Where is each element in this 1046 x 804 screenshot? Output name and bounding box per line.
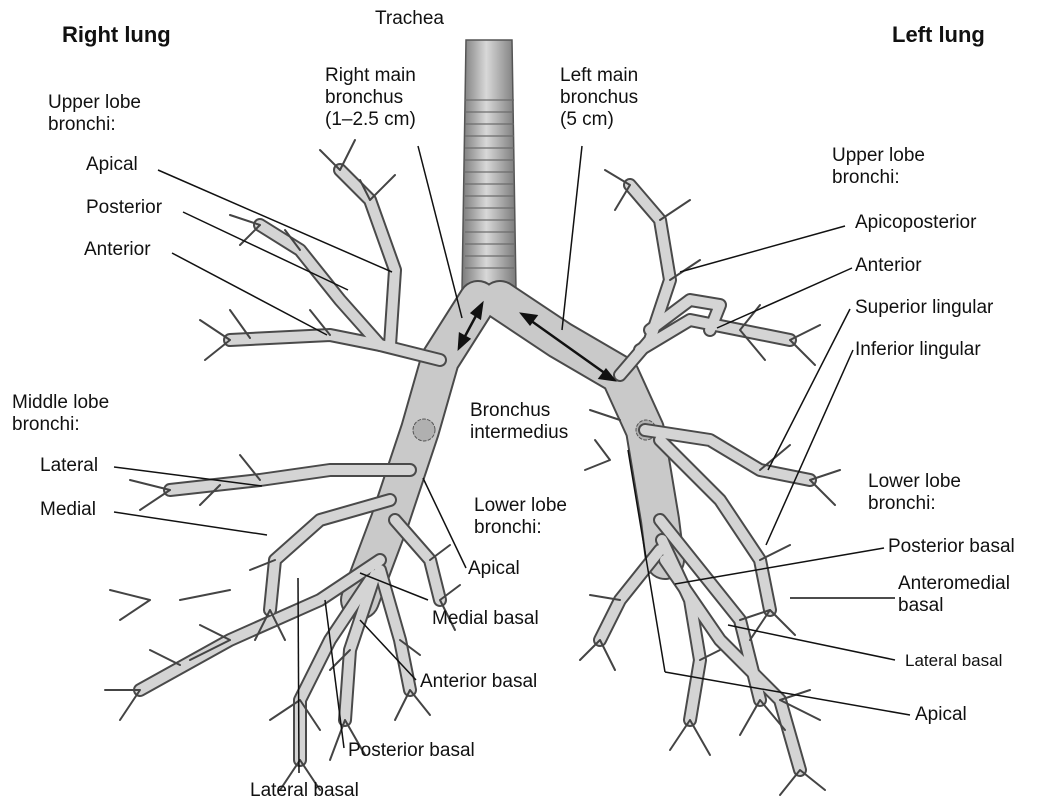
left-upper-lobe-line-1: Upper lobe xyxy=(832,145,925,167)
left-anterior-label: Anterior xyxy=(855,255,922,277)
left-upper-lobe-line-2: bronchi: xyxy=(832,167,925,189)
trachea-label: Trachea xyxy=(375,8,444,30)
middle-lobe-bronchi-label: Middle lobe bronchi: xyxy=(12,392,109,436)
right-upper-lobe-bronchi-label: Upper lobe bronchi: xyxy=(48,92,141,136)
middle-lobe-line-2: bronchi: xyxy=(12,414,109,436)
right-posterior-label: Posterior xyxy=(86,197,162,219)
right-upper-lobe-line-1: Upper lobe xyxy=(48,92,141,114)
anteromedial-basal-label: Anteromedial basal xyxy=(898,573,1010,617)
middle-lobe-line-1: Middle lobe xyxy=(12,392,109,414)
inferior-lingular-label: Inferior lingular xyxy=(855,339,981,361)
left-lower-apical-label: Apical xyxy=(915,704,967,726)
right-lung-branches xyxy=(105,140,460,790)
left-lung-heading: Left lung xyxy=(892,24,985,46)
right-lateral-basal-label: Lateral basal xyxy=(250,780,359,802)
left-lower-lobe-line-1: Lower lobe xyxy=(868,471,961,493)
left-main-bronchus-label: Left main bronchus (5 cm) xyxy=(560,65,638,131)
right-main-bronchus-line-3: (1–2.5 cm) xyxy=(325,109,416,131)
right-lung-heading: Right lung xyxy=(62,24,171,46)
right-main-bronchus-label: Right main bronchus (1–2.5 cm) xyxy=(325,65,416,131)
left-upper-lobe-bronchi-label: Upper lobe bronchi: xyxy=(832,145,925,189)
left-main-bronchus-line-2: bronchus xyxy=(560,87,638,109)
anteromedial-basal-line-1: Anteromedial xyxy=(898,573,1010,595)
medial-basal-label: Medial basal xyxy=(432,608,539,630)
left-posterior-basal-label: Posterior basal xyxy=(888,536,1015,558)
anterior-basal-label: Anterior basal xyxy=(420,671,537,693)
trachea-shape xyxy=(462,40,516,290)
medial-label: Medial xyxy=(40,499,96,521)
right-posterior-basal-label: Posterior basal xyxy=(348,740,475,762)
left-lower-lobe-line-2: bronchi: xyxy=(868,493,961,515)
bronchus-intermedius-line-1: Bronchus xyxy=(470,400,568,422)
right-lower-lobe-line-1: Lower lobe xyxy=(474,495,567,517)
apicoposterior-label: Apicoposterior xyxy=(855,212,976,234)
anteromedial-basal-line-2: basal xyxy=(898,595,1010,617)
right-upper-lobe-line-2: bronchi: xyxy=(48,114,141,136)
left-lateral-basal-label: Lateral basal xyxy=(905,650,1002,672)
right-lower-lobe-line-2: bronchi: xyxy=(474,517,567,539)
lateral-label: Lateral xyxy=(40,455,98,477)
left-main-bronchus-line-3: (5 cm) xyxy=(560,109,638,131)
left-main-bronchus-line-1: Left main xyxy=(560,65,638,87)
right-lower-apical-label: Apical xyxy=(468,558,520,580)
left-lower-lobe-bronchi-label: Lower lobe bronchi: xyxy=(868,471,961,515)
bronchus-intermedius-label: Bronchus intermedius xyxy=(470,400,568,444)
right-apical-label: Apical xyxy=(86,154,138,176)
right-main-bronchus-line-1: Right main xyxy=(325,65,416,87)
right-main-bronchus-line-2: bronchus xyxy=(325,87,416,109)
right-anterior-label: Anterior xyxy=(84,239,151,261)
bronchus-intermedius-line-2: intermedius xyxy=(470,422,568,444)
superior-lingular-label: Superior lingular xyxy=(855,297,993,319)
right-lower-lobe-bronchi-label: Lower lobe bronchi: xyxy=(474,495,567,539)
